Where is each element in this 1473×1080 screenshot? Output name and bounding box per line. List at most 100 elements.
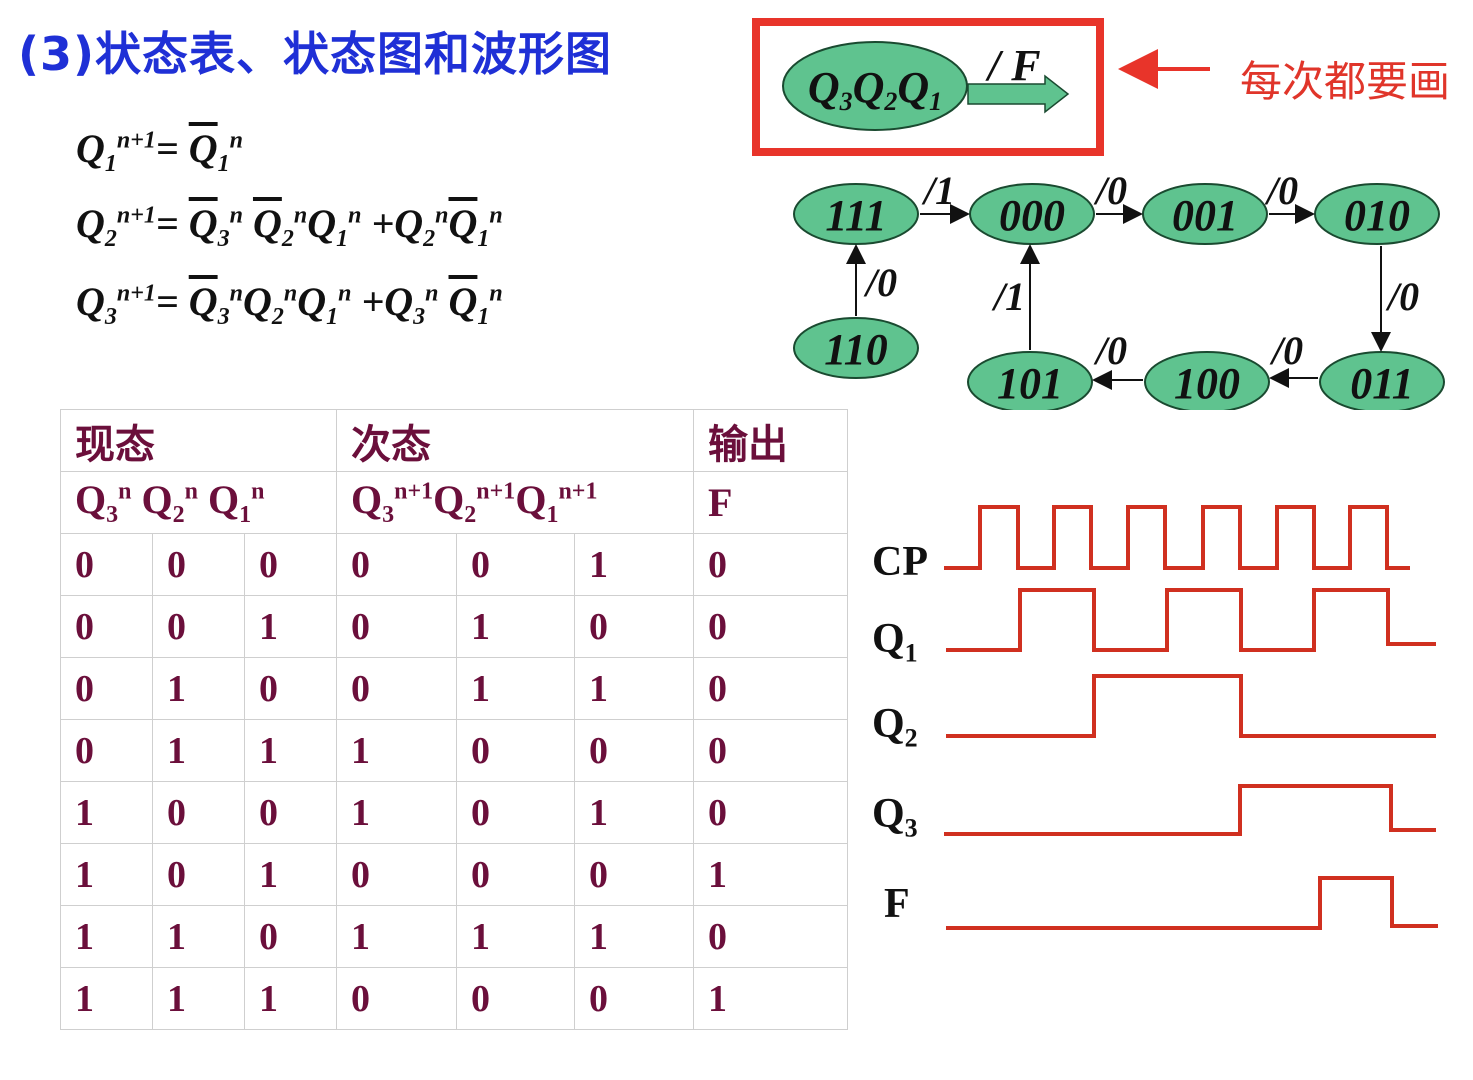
table-cell: 0 bbox=[574, 595, 694, 658]
table-cell: 0 bbox=[693, 905, 848, 968]
table-cell: 0 bbox=[336, 843, 457, 906]
table-cell: 0 bbox=[693, 533, 848, 596]
state-label-010: 010 bbox=[1344, 191, 1410, 240]
legend-output-text: / F bbox=[985, 41, 1041, 90]
table-cell: 0 bbox=[693, 595, 848, 658]
table-cell: 0 bbox=[60, 533, 153, 596]
page-title: (3)状态表、状态图和波形图 bbox=[18, 27, 613, 81]
table-cell: 1 bbox=[244, 967, 337, 1030]
legend-state-text: Q3Q2Q1 bbox=[808, 63, 942, 116]
table-cell: 1 bbox=[244, 595, 337, 658]
table-cell: 1 bbox=[244, 843, 337, 906]
table-cell: 0 bbox=[693, 781, 848, 844]
state-label-000: 000 bbox=[999, 191, 1065, 240]
wave-label-q2: Q2 bbox=[872, 701, 918, 753]
table-cell: 1 bbox=[152, 967, 245, 1030]
state-node-001 bbox=[1142, 183, 1268, 245]
wave-cp bbox=[944, 505, 1410, 570]
state-node-110 bbox=[793, 317, 919, 379]
table-cell: 1 bbox=[693, 967, 848, 1030]
state-label-011: 011 bbox=[1350, 359, 1414, 408]
table-cell: 0 bbox=[456, 719, 575, 782]
header-output: 输出 bbox=[693, 409, 848, 472]
table-cell: 1 bbox=[60, 843, 153, 906]
equation-q3: Q3n+1= Q3nQ2nQ1n +Q3n Q1n bbox=[76, 279, 503, 330]
edge-label-010-011: /0 bbox=[1385, 274, 1419, 319]
equation-q1: Q1n+1= Q1n bbox=[76, 126, 243, 177]
wave-label-q3: Q3 bbox=[872, 791, 918, 843]
state-label-111: 111 bbox=[825, 191, 886, 240]
edge-label-100-101: /0 bbox=[1093, 328, 1127, 373]
wave-q3 bbox=[944, 784, 1436, 836]
state-label-001: 001 bbox=[1172, 191, 1238, 240]
equation-q2: Q2n+1= Q3n Q2nQ1n +Q2nQ1n bbox=[76, 201, 503, 252]
table-cell: 0 bbox=[152, 533, 245, 596]
wave-f bbox=[946, 876, 1438, 930]
table-cell: 0 bbox=[60, 719, 153, 782]
table-cell: 1 bbox=[574, 781, 694, 844]
state-table: 现态 次态 输出 Q3n Q2n Q1n Q3n+1Q2n+1Q1n+1 F 0… bbox=[60, 409, 848, 1030]
edge-label-110-111: /0 bbox=[863, 260, 897, 305]
state-label-100: 100 bbox=[1174, 359, 1240, 408]
table-cell: 0 bbox=[693, 657, 848, 720]
table-cell: 1 bbox=[152, 719, 245, 782]
table-cell: 1 bbox=[60, 967, 153, 1030]
table-cell: 1 bbox=[244, 719, 337, 782]
table-cell: 0 bbox=[456, 843, 575, 906]
table-cell: 0 bbox=[244, 781, 337, 844]
state-node-010 bbox=[1314, 183, 1440, 245]
header-current-vars: Q3n Q2n Q1n bbox=[60, 471, 337, 534]
table-group-header-row: 现态 次态 输出 bbox=[60, 409, 848, 472]
state-label-101: 101 bbox=[997, 359, 1063, 408]
legend-note: 每次都要画 bbox=[1240, 57, 1451, 106]
legend-output-arrow bbox=[967, 74, 1070, 114]
edge-label-001-010: /0 bbox=[1264, 168, 1298, 213]
state-diagram-area: Q3Q2Q1 / F 111 000 001 010 110 101 100 0… bbox=[752, 18, 1445, 410]
table-cell: 0 bbox=[574, 843, 694, 906]
table-cell: 1 bbox=[336, 781, 457, 844]
state-node-011 bbox=[1319, 351, 1445, 410]
header-output-var: F bbox=[693, 471, 848, 534]
state-label-110: 110 bbox=[824, 325, 888, 374]
table-cell: 1 bbox=[456, 595, 575, 658]
wave-q2 bbox=[946, 674, 1436, 738]
table-cell: 0 bbox=[244, 533, 337, 596]
edge-label-111-000: /1 bbox=[921, 168, 955, 213]
table-cell: 0 bbox=[336, 657, 457, 720]
table-cell: 0 bbox=[693, 719, 848, 782]
edge-label-000-001: /0 bbox=[1093, 168, 1127, 213]
table-cell: 1 bbox=[60, 781, 153, 844]
wave-label-q1: Q1 bbox=[872, 616, 918, 668]
wave-label-f: F bbox=[884, 881, 910, 927]
table-cell: 1 bbox=[152, 657, 245, 720]
table-cell: 0 bbox=[244, 657, 337, 720]
table-cell: 0 bbox=[336, 533, 457, 596]
legend-box bbox=[752, 18, 1104, 156]
table-cell: 0 bbox=[244, 905, 337, 968]
wave-q1 bbox=[946, 588, 1436, 652]
table-cell: 0 bbox=[152, 595, 245, 658]
table-cell: 1 bbox=[456, 905, 575, 968]
table-cell: 0 bbox=[336, 967, 457, 1030]
header-next-state: 次态 bbox=[336, 409, 694, 472]
table-cell: 0 bbox=[152, 843, 245, 906]
wave-label-cp: CP bbox=[872, 539, 928, 585]
table-cell: 1 bbox=[693, 843, 848, 906]
table-cell: 1 bbox=[574, 905, 694, 968]
header-current-state: 现态 bbox=[60, 409, 337, 472]
table-cell: 1 bbox=[456, 657, 575, 720]
edge-label-101-000: /1 bbox=[991, 274, 1025, 319]
table-cell: 0 bbox=[574, 967, 694, 1030]
table-cell: 0 bbox=[456, 781, 575, 844]
table-cell: 1 bbox=[574, 657, 694, 720]
